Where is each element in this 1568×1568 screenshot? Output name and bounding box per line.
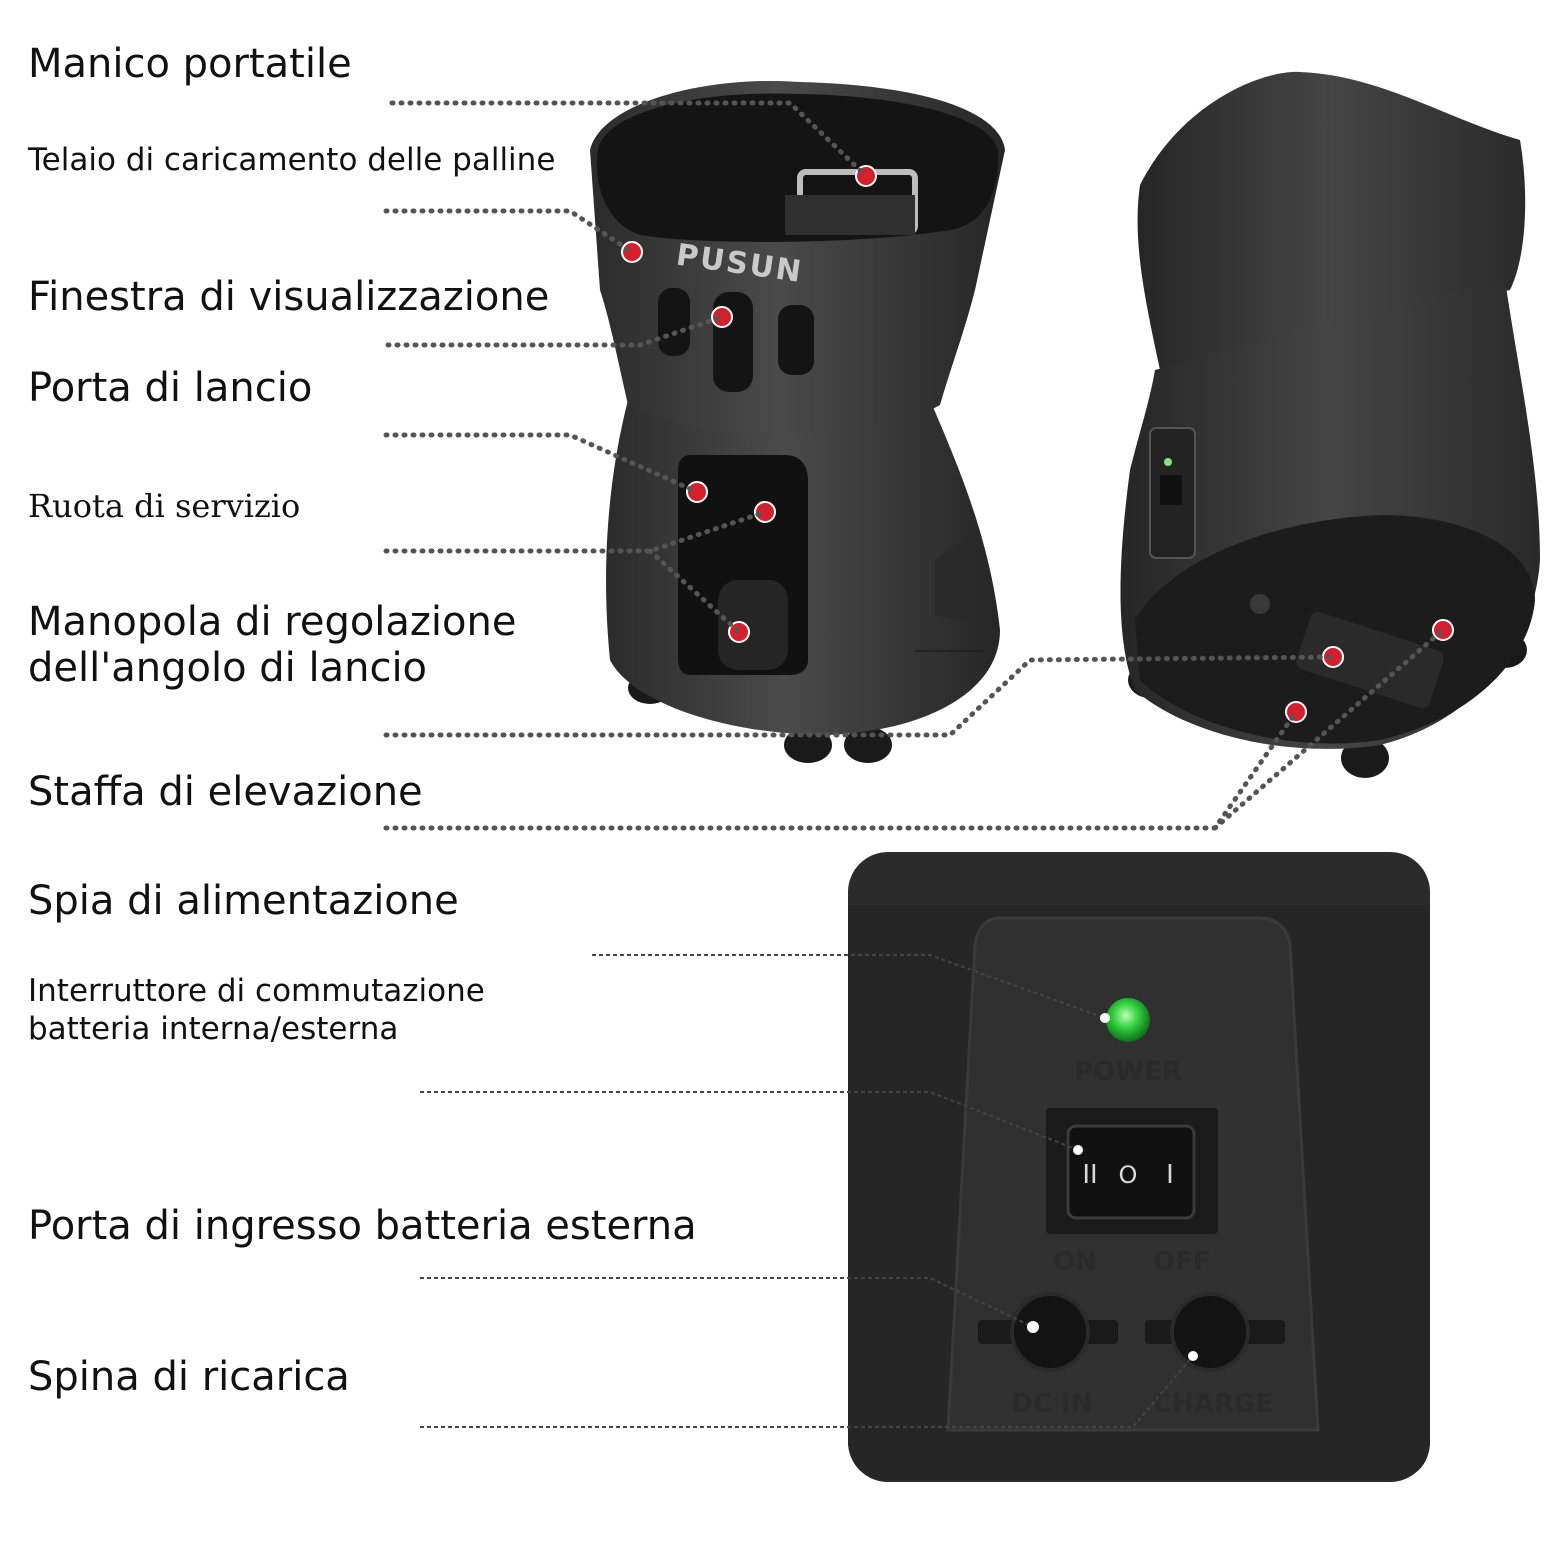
dc-in-port	[1010, 1292, 1090, 1372]
panel-dcin-label: DC IN	[1011, 1389, 1092, 1419]
leader-lines	[383, 100, 1446, 831]
label-ball-loading-frame: Telaio di caricamento delle palline	[28, 142, 556, 178]
panel-off-label: OFF	[1153, 1247, 1211, 1277]
charge-port	[1170, 1292, 1250, 1372]
label-service-wheel: Ruota di servizio	[28, 487, 301, 525]
switch-symbol-ii: II	[1082, 1160, 1097, 1190]
machine-rear-view	[1120, 71, 1540, 778]
label-launch-port: Porta di lancio	[28, 365, 313, 411]
panel-charge-label: CHARGE	[1153, 1389, 1273, 1419]
machine-front-view: PUSUN	[590, 80, 1005, 763]
switch-symbol-i: I	[1166, 1160, 1174, 1190]
panel-power-label: POWER	[1074, 1057, 1182, 1087]
control-panel-closeup: POWER II O I ON OFF DC IN CHARGE	[848, 852, 1430, 1482]
power-led	[1106, 998, 1150, 1042]
label-angle-knob-line2: dell'angolo di lancio	[28, 645, 428, 691]
label-battery-switch-line2: batteria interna/esterna	[28, 1011, 399, 1047]
panel-on-label: ON	[1053, 1247, 1097, 1277]
label-carry-handle: Manico portatile	[28, 41, 352, 87]
label-elevation-bracket: Staffa di elevazione	[28, 769, 423, 815]
battery-switch	[1066, 1124, 1196, 1220]
panel-leader-lines	[420, 954, 1194, 1428]
panel-leader-dots	[1027, 1013, 1198, 1361]
label-power-light: Spia di alimentazione	[28, 878, 459, 924]
label-angle-knob-line1: Manopola di regolazione	[28, 599, 517, 645]
switch-symbol-o: O	[1119, 1161, 1138, 1189]
label-charging-plug: Spina di ricarica	[28, 1354, 350, 1400]
label-battery-switch-line1: Interruttore di commutazione	[28, 973, 485, 1009]
label-external-battery-port: Porta di ingresso batteria esterna	[28, 1203, 697, 1249]
label-viewing-window: Finestra di visualizzazione	[28, 274, 550, 320]
